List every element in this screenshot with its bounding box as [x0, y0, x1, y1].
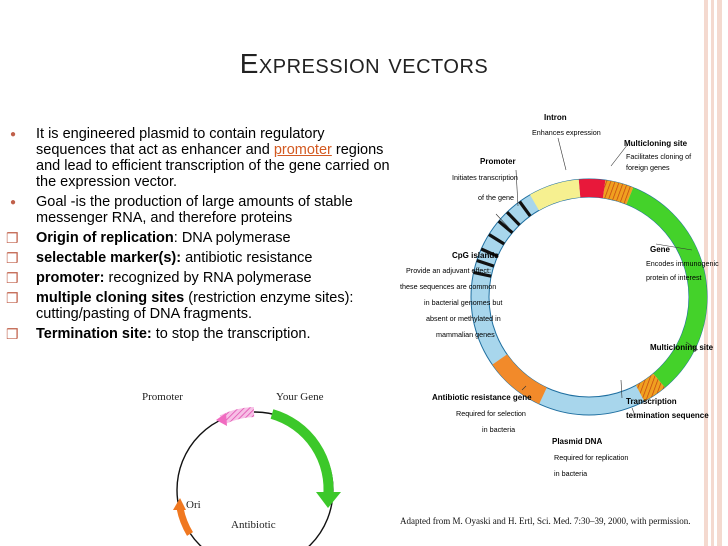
bullet-square-icon: ❒: [6, 290, 19, 306]
gene-desc-1: Encodes immunogenic: [646, 259, 719, 268]
plasmid-dna-title: Plasmid DNA: [552, 437, 602, 446]
antibiotic-label: Antibiotic: [231, 519, 276, 531]
cpg-bar: [480, 247, 499, 258]
bullet-text: Termination site:: [36, 326, 152, 342]
ori-label: Ori: [186, 499, 201, 511]
plasmid-dna-desc-1: Required for replication: [554, 453, 628, 462]
bullet-item: ❒ selectable marker(s): antibiotic resist…: [6, 250, 396, 266]
bullet-dot-icon: ●: [10, 129, 17, 140]
cpg-desc-5: mammalian genes: [436, 330, 495, 339]
cpg-bar: [505, 211, 521, 227]
promoter-segment: [530, 179, 581, 211]
intron-title: Intron: [544, 113, 567, 122]
cpg-bar: [497, 219, 514, 234]
slide-title: Expression vectors: [239, 48, 489, 79]
decorative-stripes: [702, 0, 728, 546]
bullet-text: Origin of replication: [36, 230, 174, 246]
bullet-text: regions and lead to efficient transcript…: [36, 142, 390, 190]
termination-title-2: termination sequence: [626, 411, 709, 420]
cpg-desc-1: Provide an adjuvant effect:: [406, 266, 491, 275]
antibiotic-resistance-segment: [492, 354, 547, 404]
antibiotic-resistance-title: Antibiotic resistance gene: [432, 393, 532, 402]
bullet-item: ❒ promoter: recognized by RNA polymerase: [6, 270, 396, 286]
mcs1-desc-1: Facilitates cloning of: [626, 152, 691, 161]
multicloning-site-2: [635, 373, 665, 402]
ori-arrowhead: [173, 498, 186, 510]
promoter-title: Promoter: [480, 157, 516, 166]
bullet-text: to stop the transcription.: [151, 326, 311, 342]
your-gene-label: Your Gene: [276, 391, 324, 403]
bullet-text: Goal -is the production of large amounts…: [36, 194, 353, 226]
cpg-bar: [518, 200, 532, 218]
simple-plasmid-diagram: Promoter Your Gene Ori Antibiotic: [142, 391, 341, 546]
bullet-text: antibiotic resistance: [181, 250, 313, 266]
bullet-item: ❒ multiple cloning sites (restriction enz…: [6, 290, 396, 322]
cpg-island-marks: [473, 200, 532, 278]
bullet-square-icon: ❒: [6, 270, 19, 286]
gene-arc: [270, 409, 334, 499]
cpg-desc-4: absent or methylated in: [426, 314, 501, 323]
mcs1-desc-2: foreign genes: [626, 163, 670, 172]
figure-caption: Adapted from M. Oyaski and H. Ertl, Sci.…: [400, 516, 690, 526]
bullet-list: ● It is engineered plasmid to contain reg…: [6, 126, 396, 346]
promoter-arrowhead: [216, 413, 227, 426]
bullet-text: selectable marker(s):: [36, 250, 182, 266]
gene-desc-2: protein of interest: [646, 273, 702, 282]
antibiotic-resistance-desc-1: Required for selection: [456, 409, 526, 418]
bullet-item: ● Goal -is the production of large amount…: [6, 194, 396, 226]
promoter-desc-1: Initiates transcription: [452, 173, 518, 182]
bullet-square-icon: ❒: [6, 250, 19, 266]
cpg-desc-3: in bacterial genomes but: [424, 298, 502, 307]
intron-segment: [578, 179, 606, 199]
mcs2-title: Multicloning site: [650, 343, 714, 352]
promoter-label: Promoter: [142, 391, 183, 403]
bullet-text: multiple cloning sites: [36, 290, 185, 306]
gene-title: Gene: [650, 245, 671, 254]
promoter-link[interactable]: promoter: [273, 142, 332, 158]
cpg-bar: [488, 233, 506, 246]
bullet-text: (restriction enzyme sites): cutting/past…: [36, 290, 354, 322]
expression-vector-diagram: Intron Enhances expression Multicloning …: [400, 113, 719, 526]
bullet-text: : DNA polymerase: [173, 230, 291, 246]
gene-segment: [626, 187, 707, 388]
multicloning-site-1: [602, 180, 634, 205]
bullet-item: ● It is engineered plasmid to contain reg…: [6, 126, 396, 190]
cpg-bar: [476, 259, 495, 268]
mcs1-title: Multicloning site: [624, 139, 688, 148]
promoter-desc-2: of the gene: [478, 193, 514, 202]
cpg-title: CpG islands: [452, 251, 499, 260]
promoter-block: [219, 407, 255, 425]
bullet-item: ❒ Termination site: to stop the transcrip…: [6, 326, 396, 342]
bullet-text: It is engineered plasmid to contain regu…: [36, 126, 325, 158]
ori-arc: [176, 507, 194, 536]
intron-desc: Enhances expression: [532, 128, 601, 137]
bullet-item: ❒ Origin of replication: DNA polymerase: [6, 230, 396, 246]
plasmid-dna-desc-2: in bacteria: [554, 469, 587, 478]
bullet-dot-icon: ●: [10, 197, 17, 208]
antibiotic-resistance-desc-2: in bacteria: [482, 425, 515, 434]
bullet-text: promoter:: [36, 270, 105, 286]
bullet-square-icon: ❒: [6, 230, 19, 246]
cpg-bar: [473, 270, 492, 278]
gene-arrowhead: [316, 492, 341, 508]
termination-title-1: Transcription: [626, 397, 677, 406]
bullet-square-icon: ❒: [6, 326, 19, 342]
bullet-text: recognized by RNA polymerase: [104, 270, 312, 286]
cpg-desc-2: these sequences are common: [400, 282, 496, 291]
